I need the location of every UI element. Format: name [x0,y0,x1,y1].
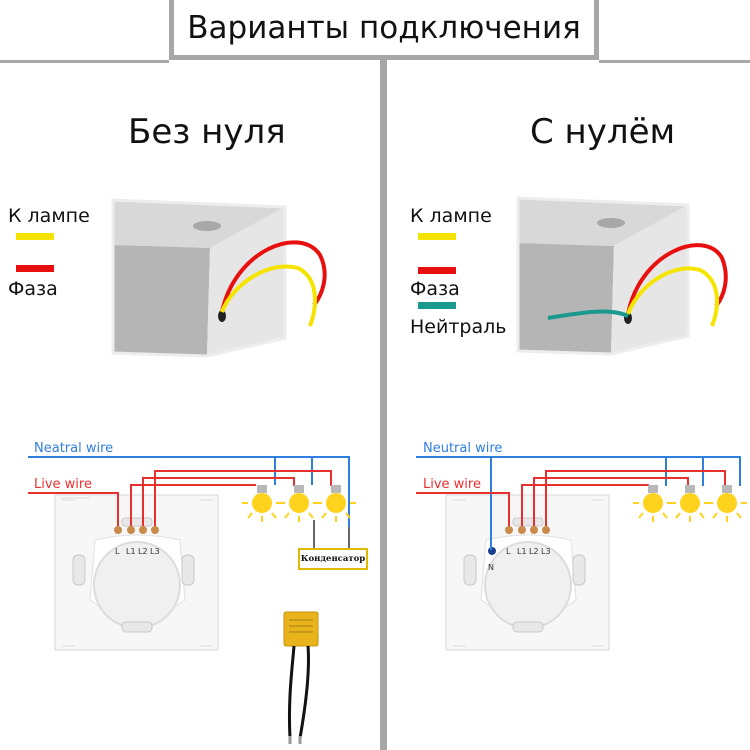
legend-phase-label-right: Фаза [410,278,460,300]
terminal-label-l2-right: L2 [529,547,539,556]
legend-phase-swatch-right [418,267,456,274]
legend-phase-label: Фаза [8,278,58,300]
legend-to-lamp-swatch [16,233,54,240]
terminal-label-l1-right: L1 [517,547,527,556]
capacitor-label-text: Конденсатор [300,554,366,564]
legend-to-lamp-swatch-right [418,233,456,240]
live-wire-label-right: Live wire [423,477,481,492]
bulbs-right [633,485,747,522]
heading-without-neutral: Без нуля [128,112,286,152]
switch-panel-left [54,494,219,651]
junction-box-left [111,198,327,358]
heading-with-neutral: С нулём [530,112,676,152]
capacitor-label: Конденсатор [298,548,368,570]
legend-to-lamp-label-right: К лампе [410,205,492,227]
legend-phase-swatch [16,265,54,272]
terminal-label-l-right: L [506,547,511,556]
terminal-label-l2: L2 [138,547,148,556]
terminal-label-n: N [488,563,494,572]
legend-neutral-swatch [418,302,456,309]
terminal-screws-left [114,526,159,534]
title-box: Варианты подключения [169,0,599,60]
terminal-screws-right [488,526,550,555]
terminal-label-l1: L1 [126,547,136,556]
page-title: Варианты подключения [187,9,581,46]
neutral-wire-label-left: Neatral wire [34,441,114,456]
terminal-label-l: L [115,547,120,556]
center-divider [380,60,387,750]
neutral-wire-label-right: Neutral wire [423,441,503,456]
switch-panel-right [445,494,610,651]
wiring-right [416,456,741,550]
junction-box-right [516,196,728,356]
live-wire-label-left: Live wire [34,477,92,492]
capacitor-component [283,611,319,744]
legend-neutral-label: Нейтраль [410,316,507,338]
legend-to-lamp-label: К лампе [8,205,90,227]
top-line-left [0,60,169,63]
terminal-label-l3-right: L3 [541,547,551,556]
terminal-label-l3: L3 [150,547,160,556]
top-line-right [599,60,750,63]
wiring-left [28,456,350,548]
bulbs-left [242,485,356,522]
